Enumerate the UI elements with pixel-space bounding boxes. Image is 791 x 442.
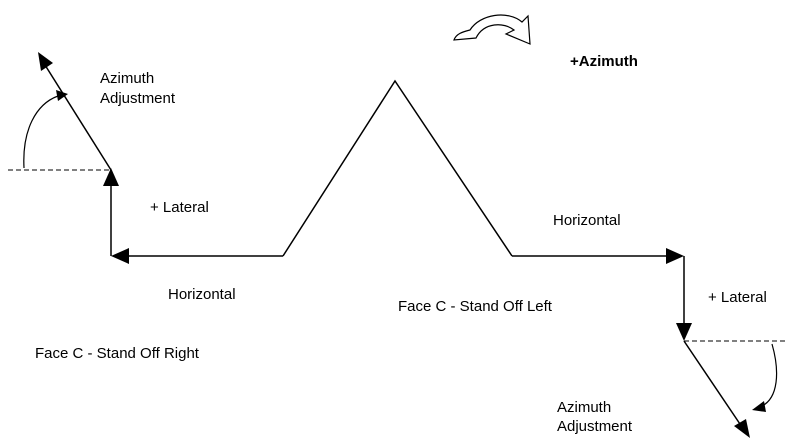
right-caption: Face C - Stand Off Left bbox=[398, 298, 552, 315]
left-azimuth-arrowhead bbox=[38, 52, 53, 71]
right-azimuth-arc-arrowhead bbox=[752, 401, 766, 412]
left-azimuth-arc bbox=[23, 95, 59, 169]
left-lateral-label: + Lateral bbox=[150, 199, 209, 216]
left-horizontal-label: Horizontal bbox=[168, 286, 236, 303]
right-azimuth-label-line2: Adjustment bbox=[557, 418, 633, 435]
azimuth-direction-label: +Azimuth bbox=[570, 53, 638, 70]
right-horizontal-label: Horizontal bbox=[553, 212, 621, 229]
right-horizontal-arrowhead bbox=[666, 248, 684, 264]
left-horizontal-arrowhead bbox=[111, 248, 129, 264]
right-azimuth-label-line1: Azimuth bbox=[557, 399, 612, 416]
left-azimuth-line bbox=[44, 64, 112, 171]
triangle bbox=[282, 79, 513, 257]
left-lateral-arrowhead bbox=[103, 168, 119, 186]
left-azimuth-arc-arrowhead bbox=[56, 90, 68, 101]
right-lateral-arrowhead bbox=[676, 323, 692, 341]
right-azimuth-arrowhead bbox=[734, 419, 750, 438]
right-azimuth-arc bbox=[761, 343, 778, 407]
left-azimuth-label-line2: Adjustment bbox=[100, 90, 176, 107]
right-lateral-label: + Lateral bbox=[708, 289, 767, 306]
left-caption: Face C - Stand Off Right bbox=[35, 345, 199, 362]
left-azimuth-label-line1: Azimuth bbox=[100, 70, 155, 87]
right-azimuth-line bbox=[683, 340, 743, 428]
rotation-arrow-icon bbox=[453, 14, 531, 45]
